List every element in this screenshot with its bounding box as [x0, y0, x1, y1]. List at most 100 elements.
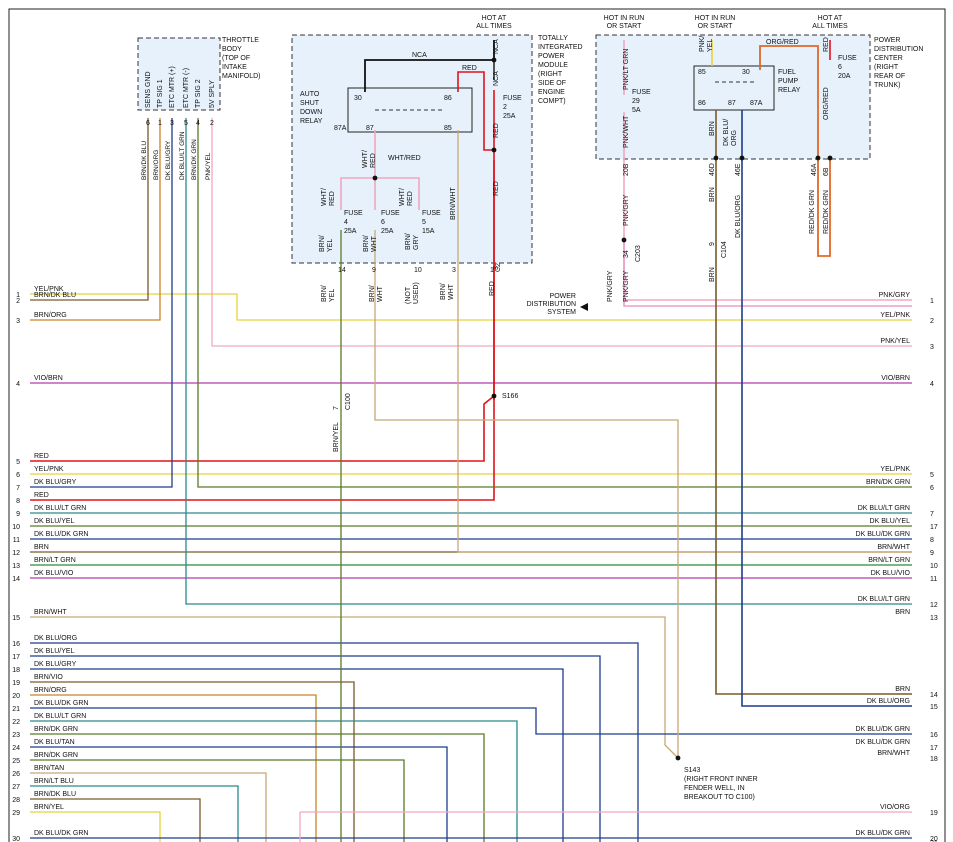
- left-wire-22: DK BLU/LT GRN: [34, 713, 86, 720]
- right-pin-17: 16: [930, 732, 938, 739]
- fuel-pump-relay-label-line-2: PUMP: [778, 78, 799, 85]
- tb-wire-label-3: DK BLU/GRY: [165, 140, 172, 180]
- power-distribution-label-line-1: POWER: [550, 293, 576, 300]
- tb-pin-number-4: 5: [184, 120, 188, 127]
- label-not-used-line-2: USED): [413, 282, 420, 304]
- tb-pin-number-1: 6: [146, 120, 150, 127]
- left-wire-19: BRN/VIO: [34, 674, 63, 681]
- pdc-label-line-3: CENTER: [874, 55, 903, 62]
- junction-pdc-pnk: [621, 237, 627, 243]
- label-brn-yel-c100: BRN/YEL: [333, 422, 340, 452]
- left-pin-13: 13: [12, 563, 20, 570]
- header-run-start-2-line-2: OR START: [698, 23, 733, 30]
- left-pin-12: 12: [12, 550, 20, 557]
- asd-pin-30: 30: [354, 95, 362, 102]
- tb-pin-label-2: TP SIG 1: [157, 79, 164, 108]
- fuse-29-line-1: FUSE: [632, 89, 651, 96]
- tb-pin-number-2: 1: [158, 120, 162, 127]
- left-wire-13: BRN/LT GRN: [34, 557, 76, 564]
- pdc-label-line-4: (RIGHT: [874, 64, 899, 71]
- left-wire-7: DK BLU/GRY: [34, 479, 77, 486]
- left-wire-17: DK BLU/YEL: [34, 648, 75, 655]
- right-pin-2: 2: [930, 318, 934, 325]
- tb-wire-label-1: BRN/DK BLU: [141, 141, 148, 180]
- left-pin-3: 3: [16, 318, 20, 325]
- label-brn-wht-tipm-line-2: WHT: [371, 235, 378, 252]
- fuse-5-line-2: 5: [422, 219, 426, 226]
- right-wire-16: DK BLU/ORG: [867, 698, 910, 705]
- junction-dots: [372, 57, 833, 761]
- power-distribution-arrow: [580, 303, 588, 311]
- label-brn-yel-out-line-1: BRN/: [321, 285, 328, 302]
- throttle-body-label-line-3: (TOP OF: [222, 55, 250, 62]
- left-wire-27: BRN/LT BLU: [34, 778, 74, 785]
- label-red-dk-grn-2: RED/DK GRN: [823, 190, 830, 234]
- label-brn-46d: BRN: [709, 187, 716, 202]
- power-distribution-label-line-3: SYSTEM: [547, 309, 576, 316]
- tb-wire-label-4: DK BLU/LT GRN: [179, 131, 186, 180]
- throttle-body-label-line-5: MANIFOLD): [222, 73, 261, 80]
- pin-tipm-top-3: 3: [493, 266, 500, 270]
- header-run-start-2-line-1: HOT IN RUN: [695, 15, 736, 22]
- pin-34: 34: [623, 250, 630, 258]
- label-nca: NCA: [412, 52, 427, 59]
- left-wire-12: BRN: [34, 544, 49, 551]
- fuse-4-line-2: 4: [344, 219, 348, 226]
- tipm-label-line-5: (RIGHT: [538, 71, 563, 78]
- left-pin-11: 11: [13, 537, 20, 544]
- fuse-4-line-3: 25A: [344, 228, 357, 235]
- asd-relay-box: [347, 87, 473, 133]
- label-dk-blu-org-46e: DK BLU/ORG: [735, 195, 742, 238]
- label-wht-red-right-line-2: RED: [407, 191, 414, 206]
- tipm-label-line-6: SIDE OF: [538, 80, 566, 87]
- label-brn-wht-tipm-line-1: BRN/: [363, 235, 370, 252]
- label-nca-vert: NCA: [493, 71, 500, 86]
- right-pin-11: 10: [930, 563, 938, 570]
- label-nca-top: NCA: [493, 39, 500, 54]
- label-wht-red-right-line-1: WHT/: [399, 188, 406, 206]
- label-wht-red-mid-line-2: RED: [370, 153, 377, 168]
- tb-wire-label-2: BRN/ORG: [153, 150, 160, 180]
- pin-46d: 46D: [709, 163, 716, 176]
- wire-tb-pnk-yel: [211, 118, 912, 347]
- left-wire-4: VIO/BRN: [34, 375, 63, 382]
- label-red-out: RED: [489, 281, 496, 296]
- asd-relay-label-line-3: DOWN: [300, 109, 322, 116]
- right-wire-20: VIO/ORG: [880, 804, 910, 811]
- wires: [30, 40, 912, 842]
- label-wht-red: WHT/RED: [388, 155, 421, 162]
- right-wire-11: BRN/LT GRN: [868, 557, 910, 564]
- fuse-29-line-2: 29: [632, 98, 640, 105]
- wire-dk-blu-tan-24: [30, 746, 448, 842]
- label-pnk-wht: PNK/WHT: [623, 115, 630, 148]
- right-wire-1: PNK/GRY: [879, 292, 911, 299]
- left-wire-28: BRN/DK BLU: [34, 791, 76, 798]
- left-pin-20: 20: [12, 693, 20, 700]
- right-wire-7: DK BLU/LT GRN: [858, 505, 910, 512]
- wire-dk-blu-lt-grn-22: [30, 720, 518, 842]
- fuse-2-line-1: FUSE: [503, 95, 522, 102]
- right-pin-15: 14: [930, 692, 938, 699]
- left-wire-1: YEL/PNK: [34, 286, 64, 293]
- wire-brn-dk-blu-2: [30, 118, 149, 301]
- pin-c2-14: 14: [338, 267, 346, 274]
- fuse-4-line-1: FUSE: [344, 210, 363, 217]
- fuse-2-line-2: 2: [503, 104, 507, 111]
- right-wire-2: YEL/PNK: [880, 312, 910, 319]
- asd-pin-87: 87: [366, 125, 374, 132]
- pin-20b: 20B: [623, 163, 630, 176]
- asd-relay-label-line-4: RELAY: [300, 118, 323, 125]
- left-wire-5: RED: [34, 453, 49, 460]
- left-pin-18: 18: [12, 667, 20, 674]
- left-pin-27: 27: [12, 784, 20, 791]
- wire-brn-tan-26: [30, 772, 267, 842]
- label-brn-gry-tipm-line-2: GRY: [413, 235, 420, 250]
- label-brn-yel-tipm-line-2: YEL: [327, 239, 334, 252]
- right-pin-14: 13: [930, 615, 938, 622]
- header-tipm-hot-line-2: ALL TIMES: [476, 23, 512, 30]
- pin-c2-9: 9: [372, 267, 376, 274]
- wire-brn-vio-19: [30, 681, 355, 842]
- label-org-red: ORG/RED: [766, 39, 799, 46]
- tb-pin-number-5: 4: [196, 120, 200, 127]
